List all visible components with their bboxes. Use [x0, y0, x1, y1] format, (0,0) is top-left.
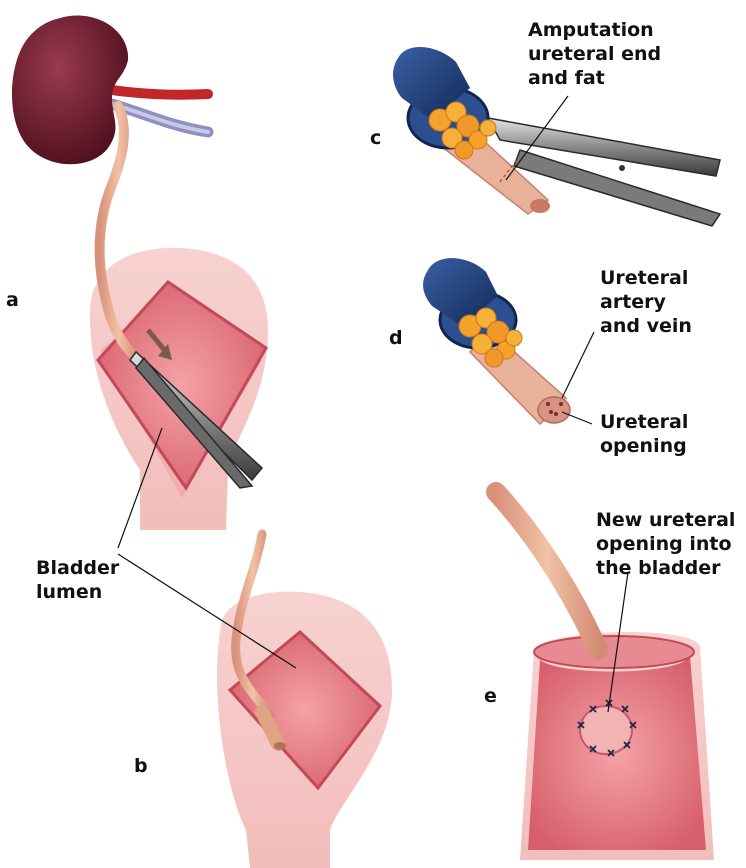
kidney [12, 16, 128, 165]
label-artery-vein-line-1: Ureteral [600, 266, 692, 290]
label-amputation-line-3: and fat [528, 66, 661, 90]
ureter-e [496, 492, 598, 650]
label-new-opening-line-1: New ureteral [596, 508, 735, 532]
panel-label-d: d [389, 326, 403, 350]
panel-a-drawing [12, 16, 268, 530]
label-amputation-line-1: Amputation [528, 18, 661, 42]
label-ureteral-opening: Ureteral opening [600, 410, 688, 458]
label-ureteral-opening-line-2: opening [600, 434, 688, 458]
panel-d-drawing [423, 258, 570, 424]
label-artery-vein: Ureteral artery and vein [600, 266, 692, 338]
label-ureteral-opening-line-1: Ureteral [600, 410, 688, 434]
label-bladder-lumen: Bladder lumen [36, 556, 119, 604]
label-amputation: Amputation ureteral end and fat [528, 18, 661, 90]
label-amputation-line-2: ureteral end [528, 42, 661, 66]
panel-b-drawing [217, 534, 392, 868]
renal-artery [112, 90, 208, 95]
panel-label-e: e [484, 684, 497, 708]
label-bladder-lumen-line-2: lumen [36, 580, 119, 604]
bladder-e-inner [528, 656, 706, 850]
panel-label-c: c [370, 126, 381, 150]
label-new-opening-line-3: the bladder [596, 556, 735, 580]
label-artery-vein-line-3: and vein [600, 314, 692, 338]
label-new-opening-line-2: opening into [596, 532, 735, 556]
label-new-opening: New ureteral opening into the bladder [596, 508, 735, 580]
panel-label-b: b [134, 754, 148, 778]
panel-label-a: a [6, 288, 19, 312]
ureter-d-end [538, 397, 570, 423]
label-artery-vein-line-2: artery [600, 290, 692, 314]
label-bladder-lumen-line-1: Bladder [36, 556, 119, 580]
